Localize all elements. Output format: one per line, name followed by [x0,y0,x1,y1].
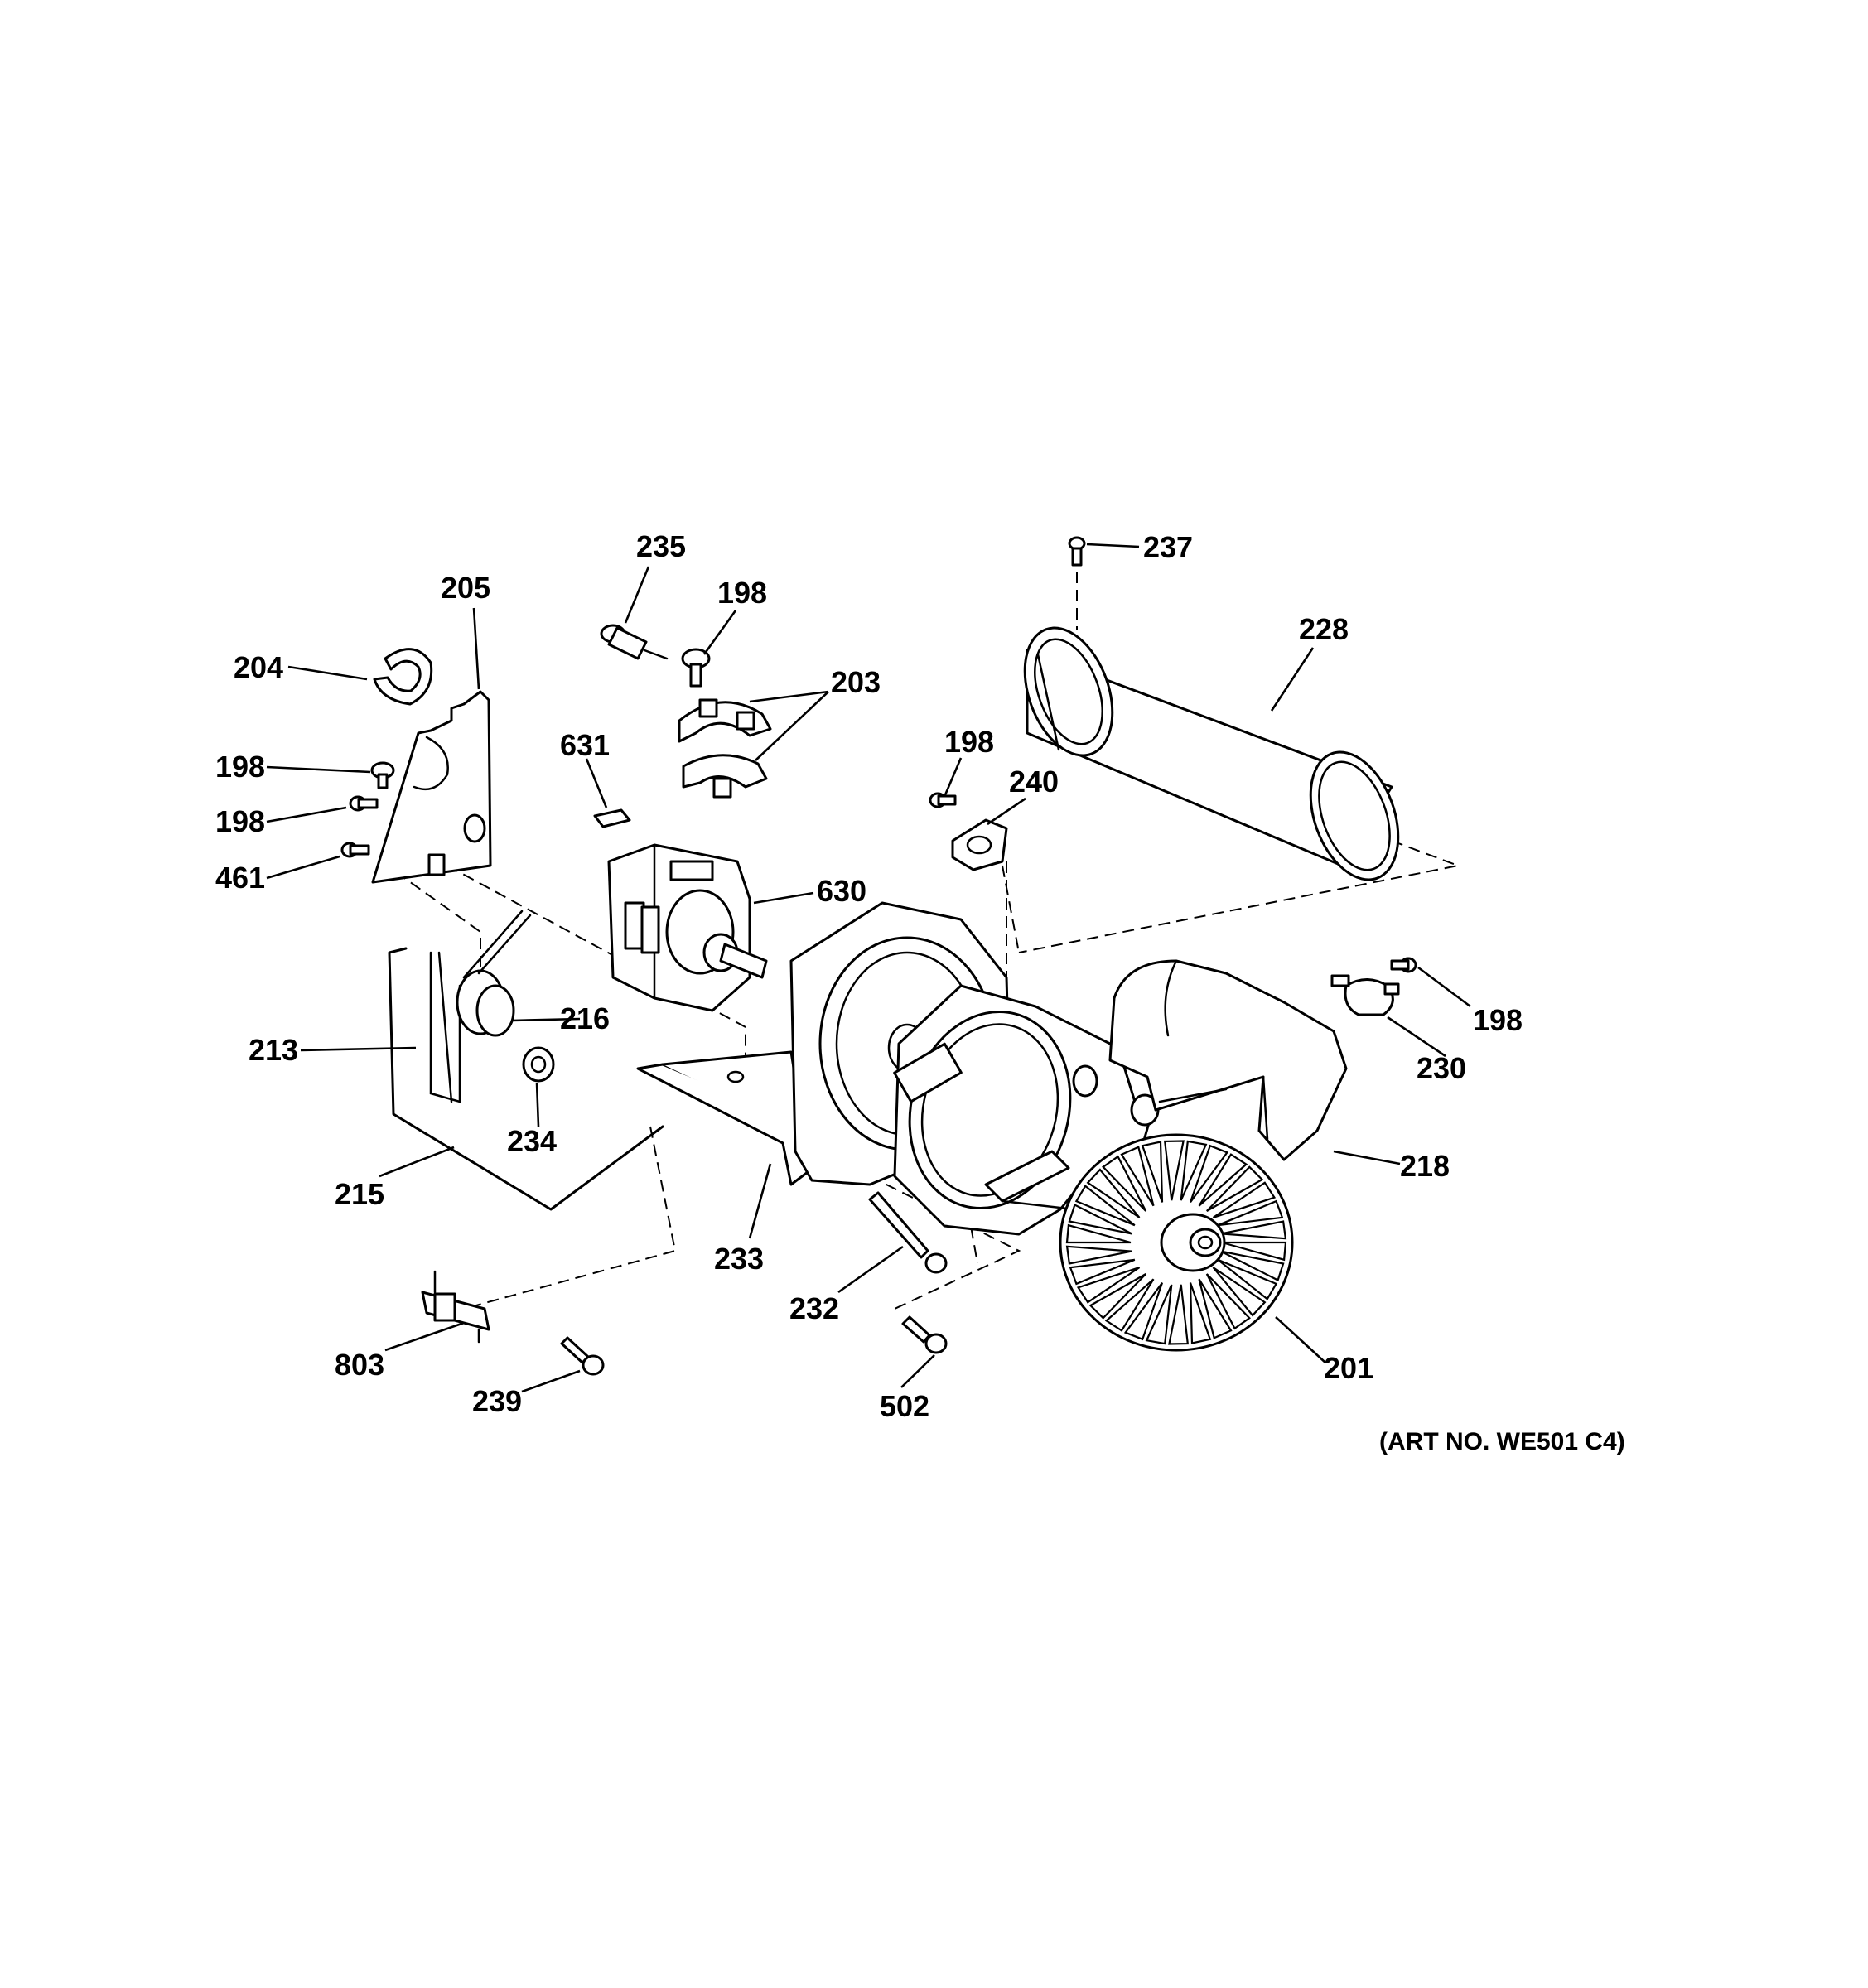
callout-803: 803 [335,1348,384,1382]
fan-blade [1065,1223,1132,1244]
fan-blade [1220,1250,1285,1282]
fan-blades [1065,1140,1287,1345]
part-203-clamp-lower[interactable] [682,754,768,799]
part-215-rod[interactable] [388,947,664,1211]
part-216-idler-pulley[interactable] [456,910,532,1037]
fan-blade [1102,1155,1147,1212]
fan-blade [1217,1258,1278,1300]
callout-235: 235 [636,529,686,563]
part-502-screw[interactable] [901,1315,948,1354]
part-240-bracket[interactable] [951,818,1008,871]
fan-blade [1068,1203,1132,1235]
callout-502: 502 [880,1389,929,1423]
fan-blade [1212,1181,1277,1218]
part-631-block[interactable] [593,808,631,828]
fan-blade [1180,1140,1208,1201]
fan-blade [1221,1241,1287,1262]
callout-240: 240 [1009,765,1059,799]
callout-198-top: 198 [717,576,767,610]
callout-203: 203 [831,665,881,699]
fan-blade [1168,1284,1190,1345]
callout-228: 228 [1299,612,1349,646]
art-number: (ART NO. WE501 C4) [1379,1428,1625,1455]
part-233-base-bracket[interactable] [636,1050,809,1186]
part-230-thermostat[interactable] [1330,974,1400,1016]
fan-blade [1217,1199,1284,1227]
callout-198-left-2: 198 [215,804,265,838]
callout-232: 232 [789,1291,839,1325]
fan-blade [1123,1281,1164,1341]
callout-198-right: 198 [1473,1003,1523,1037]
part-234-pulley[interactable] [522,1046,555,1083]
part-204-clip[interactable] [373,648,433,706]
part-235-bolt[interactable] [600,624,669,660]
fan-blade [1088,1273,1146,1320]
part-232-bolt[interactable] [868,1191,948,1274]
callout-labels: 237 235 205 198 228 204 203 631 198 198 … [215,529,1523,1423]
fan-blade [1198,1153,1248,1207]
leader-lines [266,543,1471,1393]
part-213-idler-arm[interactable] [429,951,461,1103]
part-203-clamp-upper[interactable] [678,698,772,743]
fan-blade [1074,1185,1136,1227]
fan-blade [1069,1258,1136,1286]
callout-630: 630 [817,874,866,908]
callout-239: 239 [472,1384,522,1418]
part-201-blower-wheel[interactable] [1059,1133,1294,1352]
fan-blade [1189,1282,1212,1344]
callout-205: 205 [441,571,490,605]
fan-blade [1065,1245,1132,1265]
part-198-screw-right[interactable] [1390,957,1417,973]
callout-233: 233 [714,1242,764,1276]
fan-blade [1205,1273,1251,1330]
part-198-screw-left-2[interactable] [349,795,379,812]
part-237-screw[interactable] [1068,536,1086,567]
callout-198-left-1: 198 [215,750,265,784]
part-803-switch[interactable] [421,1270,490,1344]
part-198-screw-240[interactable] [929,792,957,808]
part-630-motor[interactable] [607,843,768,1012]
fan-blade [1163,1140,1185,1201]
callout-204: 204 [234,650,283,684]
part-198-screw-top[interactable] [681,648,711,688]
callout-631: 631 [560,728,610,762]
part-228-duct-tube[interactable] [1009,615,1415,891]
callout-216: 216 [560,1001,610,1035]
callout-461: 461 [215,861,265,895]
fan-blade [1104,1278,1155,1332]
fan-blade [1076,1267,1141,1304]
fan-blade [1220,1220,1287,1240]
fan-blade [1086,1168,1141,1218]
part-205-bracket[interactable] [371,690,492,884]
part-239-screw[interactable] [560,1336,605,1376]
fan-blade [1189,1144,1229,1204]
fan-blade [1206,1165,1264,1212]
fan-blade [1212,1267,1267,1317]
callout-234: 234 [507,1124,557,1158]
callout-213: 213 [249,1033,298,1067]
callout-215: 215 [335,1177,384,1211]
callout-218: 218 [1400,1149,1450,1183]
callout-230: 230 [1417,1051,1466,1085]
callout-237: 237 [1143,530,1193,564]
fan-blade [1198,1278,1233,1339]
fan-blade [1141,1141,1164,1203]
callout-198-mid: 198 [944,725,994,759]
fan-blade [1145,1284,1173,1345]
fan-blade [1120,1146,1155,1207]
part-461-screw[interactable] [340,842,370,858]
callout-201: 201 [1324,1351,1373,1385]
part-198-screw-left-1[interactable] [370,761,395,789]
